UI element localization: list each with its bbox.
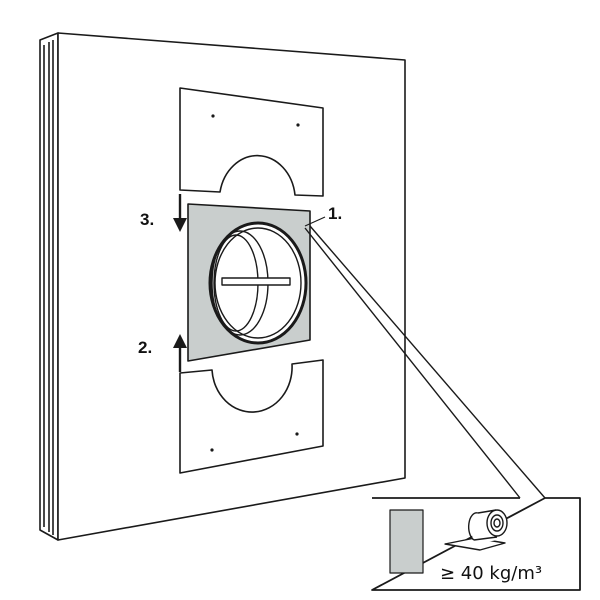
density-label: ≥ 40 kg/m³ [440,563,543,584]
screw-holes [210,114,300,452]
upper-board [179,87,324,197]
arrow-up-icon [173,334,187,372]
arrow-down-icon [173,194,187,232]
step-1-label: 1. [328,204,343,223]
step-2-label: 2. [138,338,153,357]
step-3-label: 3. [140,210,155,229]
lower-board [179,359,324,474]
mineral-wool-roll-icon [444,509,508,551]
insulation-swatch [389,509,424,574]
damper-ring [208,221,308,345]
